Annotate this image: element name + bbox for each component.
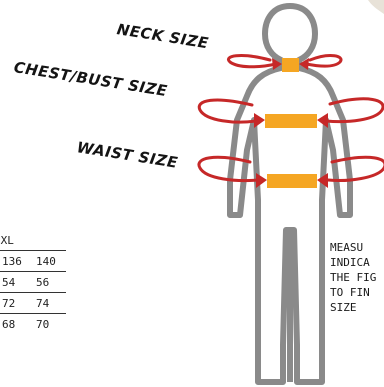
chest-band [265, 114, 317, 128]
table-cell: 72 [0, 293, 36, 314]
table-row: 136 140 [0, 251, 66, 272]
table-cell: 140 [36, 251, 66, 272]
table-row: 54 56 [0, 272, 66, 293]
instruction-line: SIZE [330, 300, 384, 315]
table-cell: 68 [0, 314, 36, 335]
size-column-header: 5XL [0, 230, 66, 251]
table-row: 68 70 [0, 314, 66, 335]
instruction-line: MEASU [330, 240, 384, 255]
table-cell: 56 [36, 272, 66, 293]
table-cell: 54 [0, 272, 36, 293]
waist-band [267, 174, 317, 188]
instruction-line: INDICA [330, 255, 384, 270]
instruction-line: THE FIG [330, 270, 384, 285]
instruction-line: TO FIN [330, 285, 384, 300]
table-cell: 136 [0, 251, 36, 272]
neck-band [282, 58, 299, 72]
table-row: 72 74 [0, 293, 66, 314]
table-cell: 70 [36, 314, 66, 335]
table-cell: 74 [36, 293, 66, 314]
corner-fragment [368, 0, 384, 14]
measurement-instruction-text: MEASU INDICA THE FIG TO FIN SIZE [330, 240, 384, 315]
size-chart-table: 5XL 136 140 54 56 72 74 68 70 [0, 230, 66, 334]
